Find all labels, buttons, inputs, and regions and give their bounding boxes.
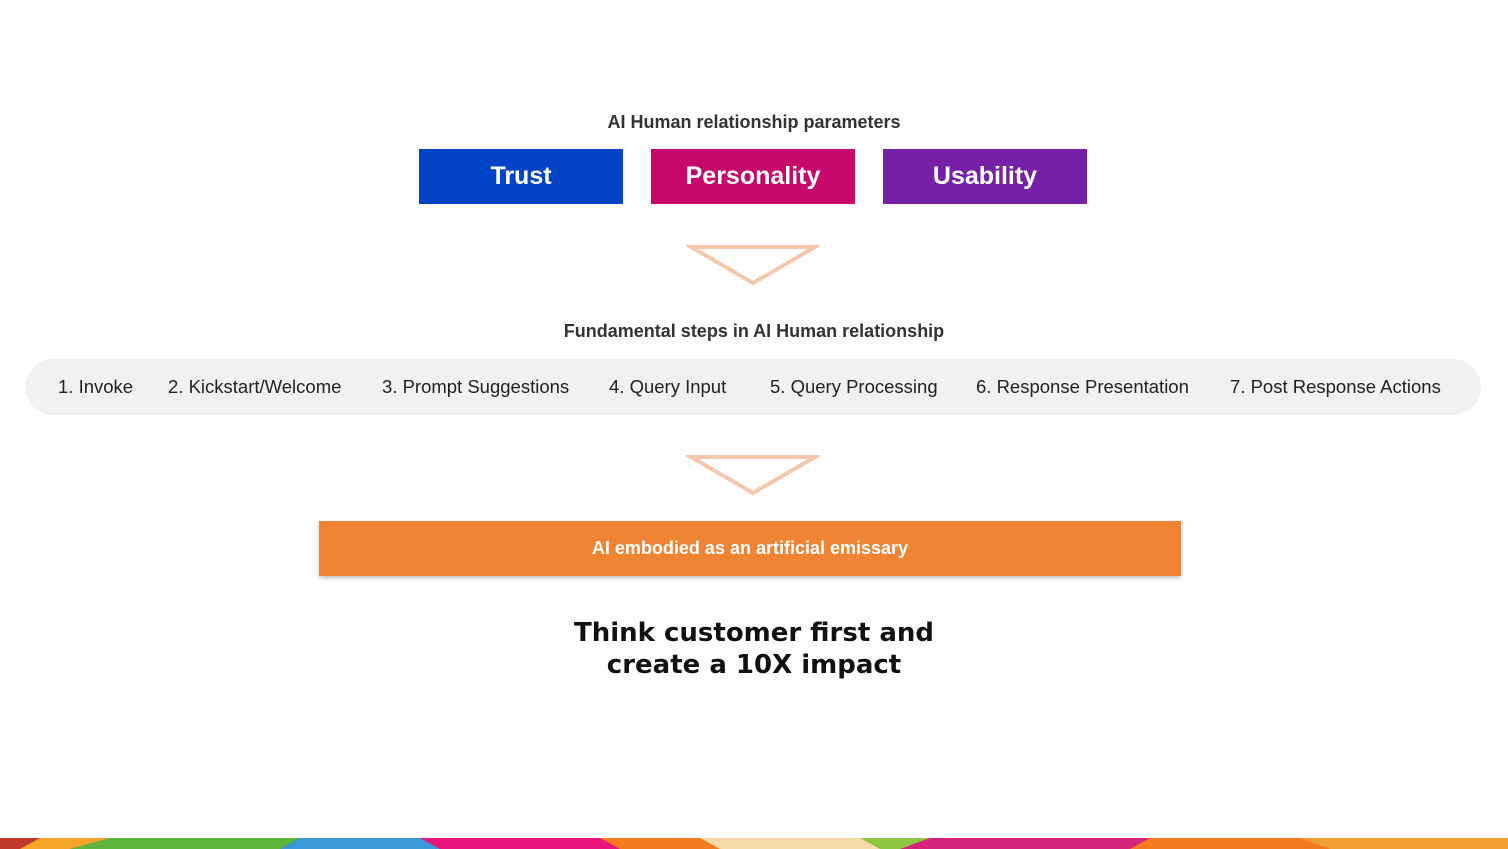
- down-arrow-icon: [686, 245, 820, 286]
- step-query-processing: 5. Query Processing: [770, 376, 938, 397]
- down-arrow-icon: [686, 455, 820, 496]
- parameters-title: AI Human relationship parameters: [607, 112, 901, 132]
- step-prompt-suggestions: 3. Prompt Suggestions: [382, 376, 570, 397]
- emissary-bar: AI embodied as an artificial emissary: [319, 521, 1181, 576]
- usability-box: Usability: [883, 149, 1087, 204]
- personality-box: Personality: [651, 149, 855, 204]
- steps-title: Fundamental steps in AI Human relationsh…: [563, 321, 945, 341]
- step-invoke: 1. Invoke: [58, 376, 134, 397]
- tagline-line-1: Think customer first and: [573, 618, 934, 648]
- decorative-color-band: [0, 838, 1508, 849]
- step-query-input: 4. Query Input: [609, 376, 727, 397]
- step-response-presentation: 6. Response Presentation: [976, 376, 1189, 397]
- trust-box: Trust: [419, 149, 623, 204]
- tagline: Think customer first and create a 10X im…: [0, 617, 1508, 681]
- step-kickstart-welcome: 2. Kickstart/Welcome: [168, 376, 342, 397]
- steps-bar: 1. Invoke 2. Kickstart/Welcome 3. Prompt…: [25, 359, 1481, 415]
- step-post-response-actions: 7. Post Response Actions: [1230, 376, 1441, 397]
- tagline-line-2: create a 10X impact: [606, 650, 902, 680]
